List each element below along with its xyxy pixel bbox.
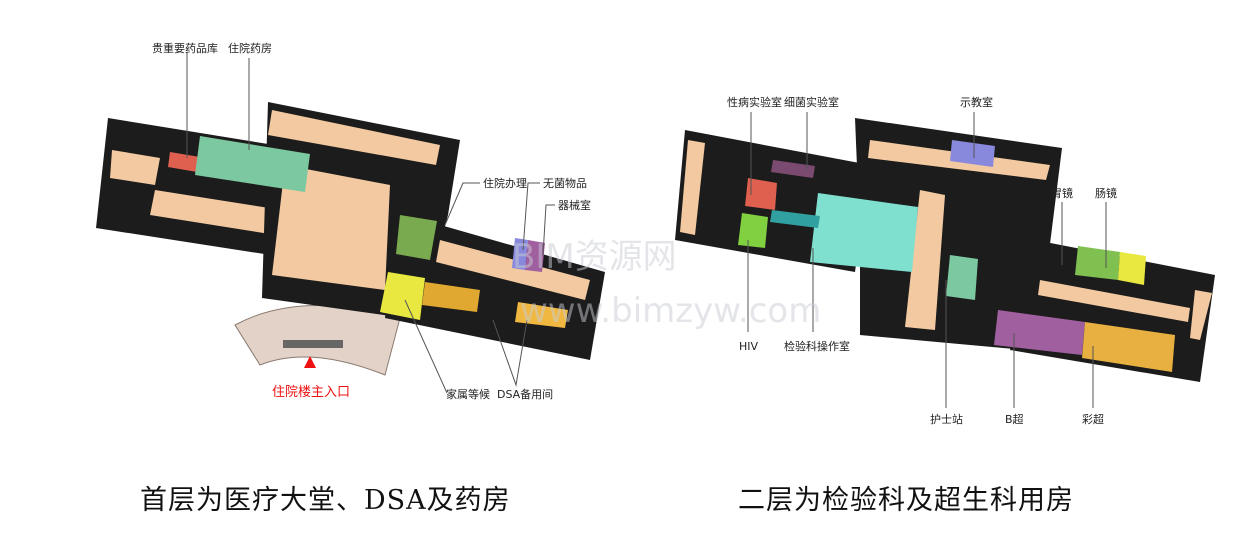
room-demo [950,140,995,167]
label-main-entrance: 住院楼主入口 [272,385,350,400]
corridor-floor [905,190,945,330]
label-sterile-items: 无菌物品 [543,176,587,190]
label-b-ultrasound: B超 [1005,412,1024,426]
room-lab-operation [810,193,918,272]
room-colonoscopy [1118,252,1146,285]
floor2-caption: 二层为检验科及超生科用房 [738,485,1074,516]
lobby-floor [272,165,390,290]
west-wing-floor [110,150,160,185]
label-colonoscopy: 肠镜 [1095,186,1117,200]
label-hiv: HIV [739,340,759,353]
label-std-lab: 性病实验室 [727,95,782,109]
floor1-plan: 贵重要药品库 住院药房 住院办理 无菌物品 器械室 家属等候 DSA备用间 住院… [96,41,605,401]
center-floor [268,110,440,165]
label-family-waiting: 家属等候 [446,387,490,401]
watermark-text: BIM资源网 [512,237,677,277]
room-hiv [738,213,768,248]
label-nurse-station: 护士站 [930,412,963,426]
floor2-plan: 性病实验室 细菌实验室 示教室 胃镜 肠镜 HIV 检验科操作室 护士站 B超 … [675,95,1215,426]
room-lab-operation-ext [770,210,820,228]
floor1-caption: 首层为医疗大堂、DSA及药房 [140,485,511,516]
label-color-ultrasound: 彩超 [1082,412,1104,426]
label-bacteria-lab: 细菌实验室 [784,95,839,109]
entrance-arrow-icon [304,356,316,368]
label-demo-room: 示教室 [960,95,993,109]
label-valuable-drug-store: 贵重要药品库 [152,41,218,55]
room-sterile-items [512,238,528,270]
room-b-ultrasound [994,310,1085,355]
label-dsa-spare: DSA备用间 [497,387,553,401]
room-valuable-drug-store [168,152,200,172]
room-family-waiting [380,272,425,320]
east-floor [1190,290,1212,340]
label-admission: 住院办理 [483,176,527,190]
west-wing-floor [150,190,282,235]
label-lab-operation: 检验科操作室 [784,339,850,353]
room-dsa-a [422,282,480,312]
label-equipment-room: 器械室 [558,198,591,212]
room-gastroscopy [1075,246,1120,280]
room-admission [396,215,437,260]
room-dsa-b [515,302,568,328]
entrance-steps [283,340,343,348]
room-equipment [525,240,545,272]
room-nurse-station [946,255,978,300]
room-color-ultrasound [1082,322,1175,372]
room-bacteria-lab [771,160,815,178]
center-block [855,118,1062,350]
east-floor [1038,280,1190,322]
east-wing-floor [436,240,590,300]
room-inpatient-pharmacy [195,136,310,192]
watermark-url: www.bimzyw.com [520,291,821,331]
label-inpatient-pharmacy: 住院药房 [228,41,272,55]
west-floor [680,140,705,235]
label-gastroscopy: 胃镜 [1051,186,1073,200]
room-std-lab [745,178,777,210]
